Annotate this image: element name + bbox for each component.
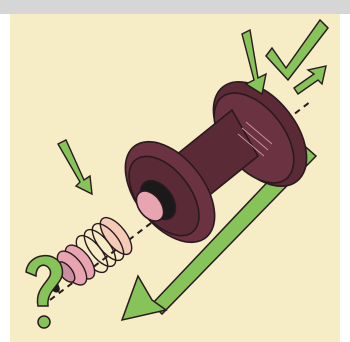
top-gray-band — [0, 0, 350, 14]
illustration-panel — [10, 14, 340, 342]
exploded-spool-illustration — [10, 14, 340, 342]
